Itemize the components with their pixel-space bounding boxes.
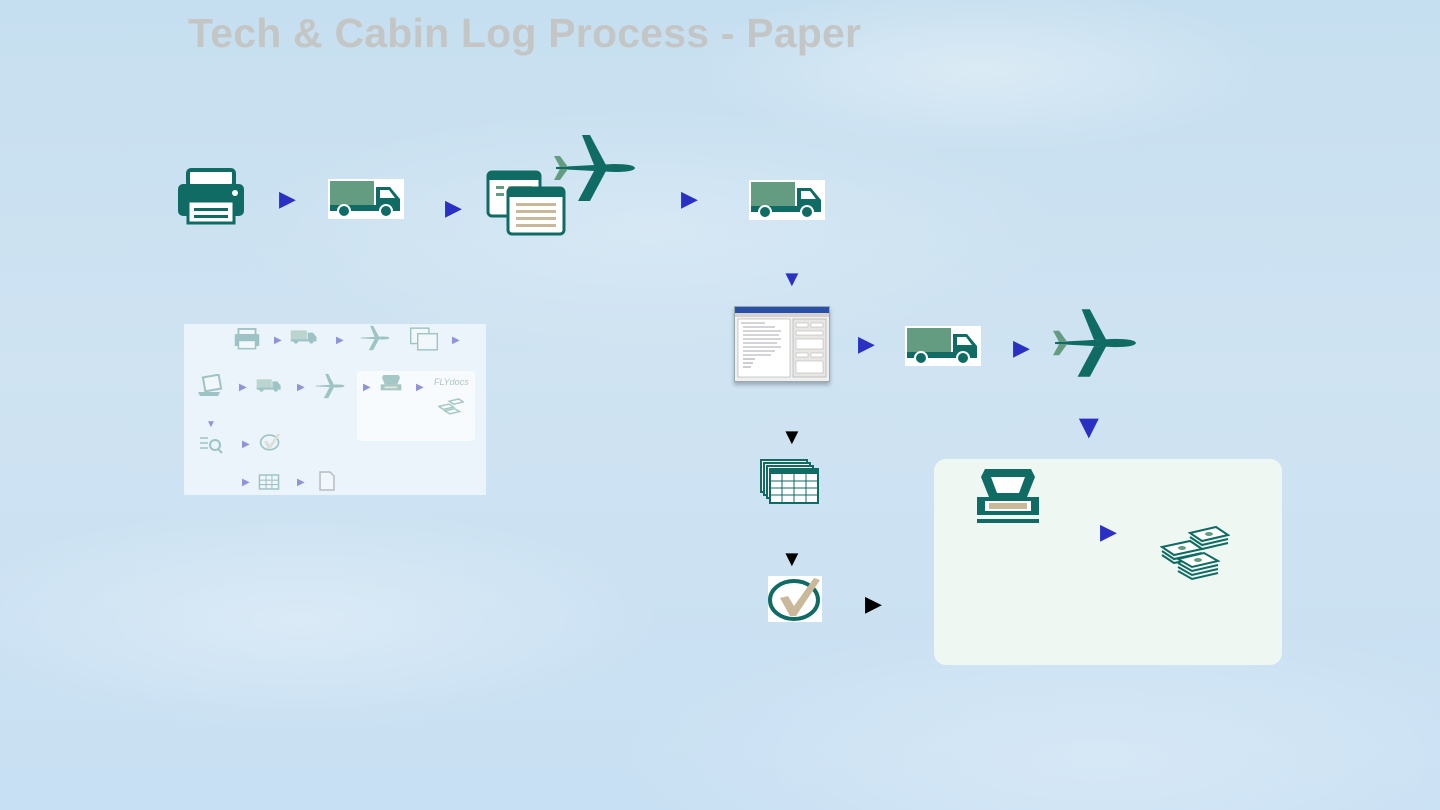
checkmark-icon [259, 433, 281, 451]
flow-arrow-right: ▶ [239, 382, 247, 393]
process-overview-thumbnail: ▶ ▶ ▶ ▶ ▶ ▶ ▶ FLYdocs [184, 324, 486, 495]
airplane-icon [360, 325, 390, 351]
flow-arrow-down: ▼ [781, 266, 803, 291]
search-list-icon [200, 437, 223, 454]
flow-arrow-down: ▼ [206, 419, 216, 430]
document-stack-icon [1160, 525, 1230, 581]
flow-arrow-right: ▶ [1013, 335, 1030, 360]
airplane-icon [315, 373, 345, 399]
flow-arrow-right: ▶ [865, 591, 882, 616]
truck-icon [328, 179, 404, 219]
screenshot-content-icon [735, 307, 829, 378]
airplane-icon [1053, 309, 1136, 377]
flow-arrow-right: ▶ [274, 335, 282, 346]
scanner-icon [380, 375, 402, 391]
system-screenshot [734, 306, 830, 382]
truck-icon [905, 326, 981, 366]
flow-arrow-right: ▶ [858, 331, 875, 356]
flow-arrow-down: ▼ [1072, 408, 1106, 446]
truck-icon [749, 180, 825, 220]
flow-arrow-right: ▶ [297, 382, 305, 393]
forms-icon [410, 327, 438, 351]
forms-icon [486, 170, 566, 236]
laptop-icon [198, 374, 223, 396]
airplane-icon [554, 135, 635, 201]
spreadsheet-stack-icon [760, 459, 819, 504]
flow-arrow-right: ▶ [297, 477, 305, 488]
printer-icon [234, 328, 260, 350]
checkmark-icon [768, 576, 822, 622]
flow-arrow-right: ▶ [279, 186, 296, 211]
flow-arrow-right: ▶ [452, 335, 460, 346]
flow-arrow-right: ▶ [242, 439, 250, 450]
flow-arrow-down: ▼ [781, 424, 803, 449]
flow-arrow-down: ▼ [781, 546, 803, 571]
document-stack-icon [438, 398, 464, 415]
printer-icon [178, 168, 244, 225]
truck-icon [290, 330, 317, 344]
truck-icon [256, 379, 281, 392]
flow-arrow-right: ▶ [681, 186, 698, 211]
inset-scan-box [357, 371, 475, 441]
flow-arrow-right: ▶ [242, 477, 250, 488]
page-title: Tech & Cabin Log Process - Paper [188, 10, 862, 56]
scanner-icon [977, 469, 1039, 523]
document-icon [319, 471, 335, 491]
spreadsheet-icon [258, 474, 280, 490]
flydocs-logo: FLYdocs [434, 377, 469, 387]
flow-arrow-right: ▶ [1100, 519, 1117, 544]
flow-arrow-right: ▶ [445, 195, 462, 220]
flow-arrow-right: ▶ [363, 382, 371, 393]
flow-arrow-right: ▶ [416, 382, 424, 393]
flow-arrow-right: ▶ [336, 335, 344, 346]
